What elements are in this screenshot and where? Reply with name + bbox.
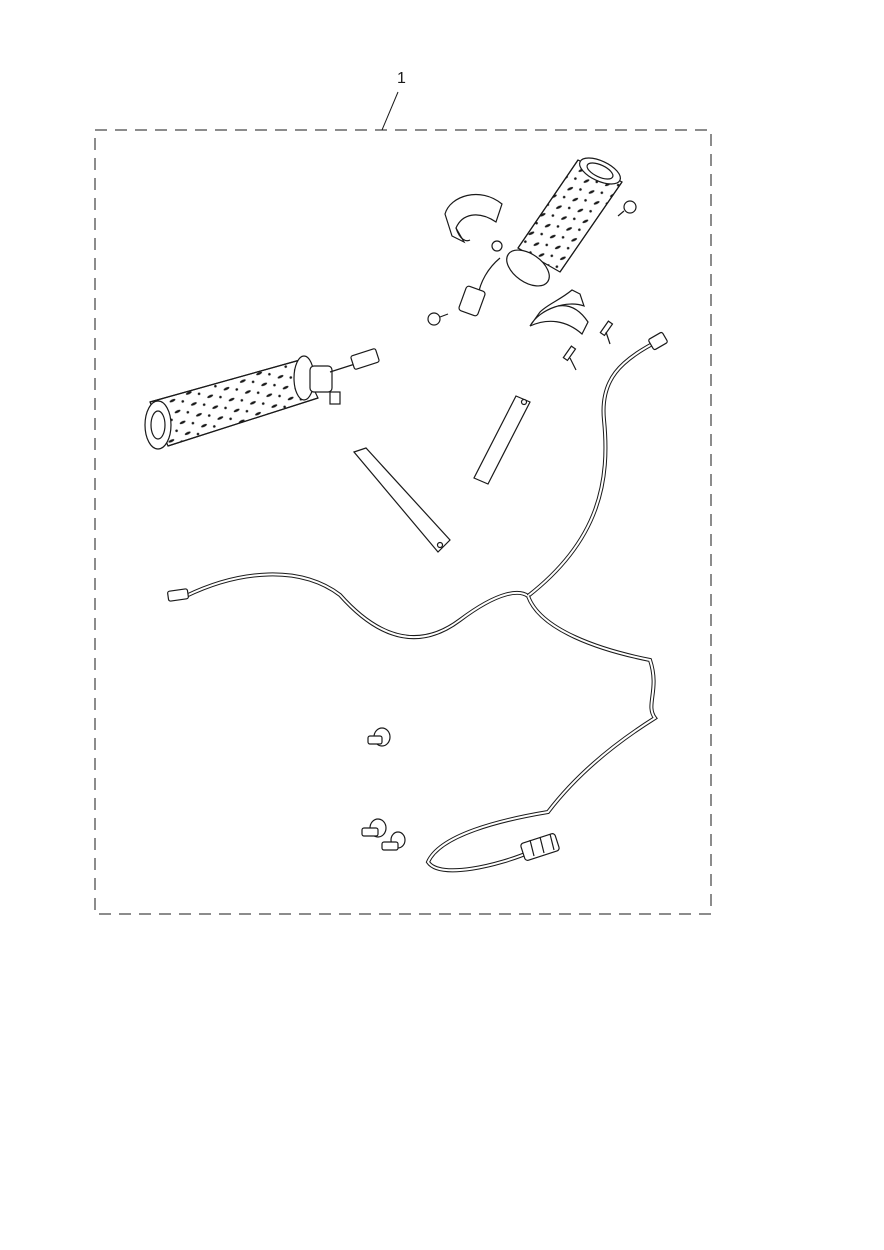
harness-connector — [520, 833, 560, 861]
wiring-harness — [185, 338, 661, 873]
left-heated-grip — [144, 348, 380, 450]
harness-connector — [648, 331, 668, 351]
callout-leader — [381, 91, 399, 131]
fastener — [361, 818, 387, 838]
kit-boundary — [94, 129, 712, 915]
callout-label: 1 — [397, 70, 406, 87]
cable-tie — [352, 447, 451, 553]
right-heated-grip — [458, 157, 623, 317]
fastener — [381, 831, 406, 851]
cable-tie — [473, 395, 531, 485]
upper-clamp-half — [444, 193, 503, 244]
clamp-screw — [599, 320, 614, 345]
lower-clamp-half — [529, 289, 589, 335]
fastener — [367, 727, 391, 747]
clamp-screw — [617, 200, 637, 217]
harness-connector — [167, 588, 189, 602]
clamp-screw — [562, 345, 577, 371]
clamp-screw — [427, 312, 449, 326]
